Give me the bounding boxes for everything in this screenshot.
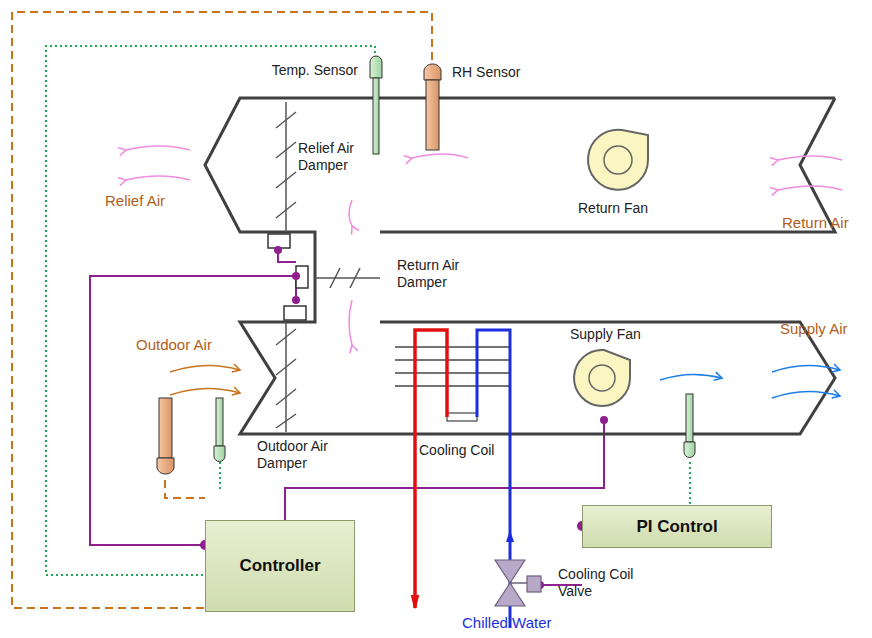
node-title: Controller xyxy=(239,556,320,576)
damper-label: Relief Air Damper xyxy=(298,140,380,174)
pipe-label: Chilled Water xyxy=(462,614,572,632)
pi-control-box: PI Control xyxy=(582,505,772,548)
coil-label: Cooling Coil xyxy=(419,442,509,459)
damper-label: Return Air Damper xyxy=(397,257,483,291)
airflow-label: Outdoor Air xyxy=(136,336,232,354)
fan-label: Supply Fan xyxy=(570,326,660,343)
airflow-label: Relief Air xyxy=(105,192,195,210)
node-title: PI Control xyxy=(636,517,717,537)
controller-box: Controller xyxy=(205,520,355,612)
damper-label: Outdoor Air Damper xyxy=(257,438,339,472)
sensor-label: RH Sensor xyxy=(452,64,542,81)
fan-label: Return Fan xyxy=(578,200,668,217)
airflow-label: Return Air xyxy=(782,214,868,232)
airflow-label: Supply Air xyxy=(780,320,868,338)
sensor-label: Temp. Sensor xyxy=(262,62,358,79)
valve-label: Cooling Coil Valve xyxy=(558,566,638,600)
